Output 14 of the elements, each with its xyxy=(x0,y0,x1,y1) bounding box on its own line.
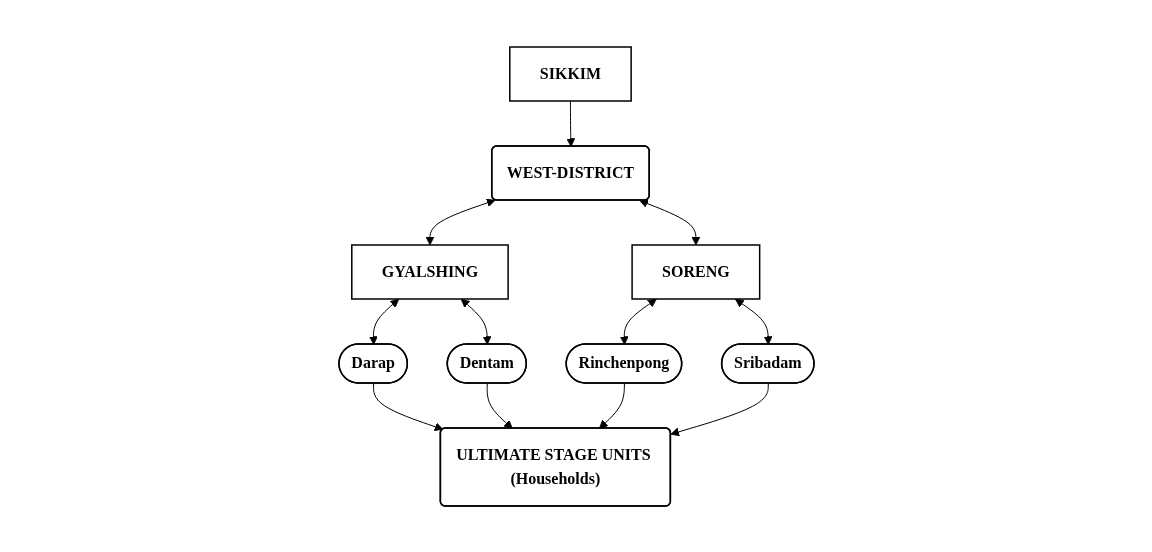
node-box: SORENG xyxy=(630,243,760,300)
arrow xyxy=(425,198,495,245)
arrow xyxy=(460,298,491,345)
arrow xyxy=(619,298,657,345)
arrow xyxy=(486,382,513,429)
arrow xyxy=(669,382,769,436)
arrow xyxy=(372,382,443,431)
arrow xyxy=(565,100,575,147)
arrow xyxy=(734,298,773,345)
arrow xyxy=(368,298,399,345)
node-box: GYALSHING xyxy=(350,243,509,300)
arrow xyxy=(638,198,700,245)
arrow xyxy=(598,382,625,429)
node-box: SIKKIM xyxy=(508,45,632,102)
